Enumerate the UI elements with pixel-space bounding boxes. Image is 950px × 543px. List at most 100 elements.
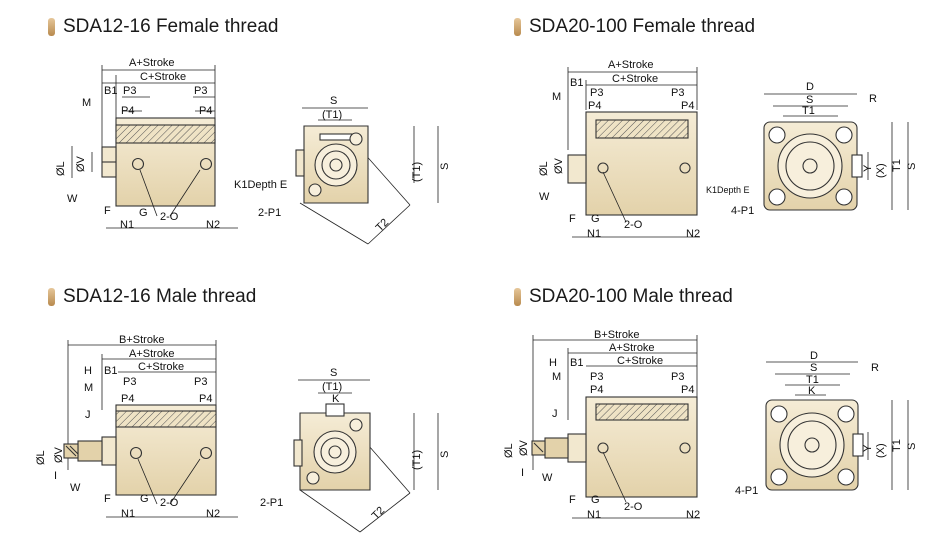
dim-c-stroke: C+Stroke — [617, 355, 663, 367]
dim-t1: T1 — [806, 374, 819, 386]
dim-h: H — [549, 357, 557, 369]
dim-c-stroke: C+Stroke — [612, 73, 658, 85]
dim-d: D — [810, 350, 818, 362]
dim-f: F — [104, 493, 111, 505]
dim-s-vert: S — [439, 163, 451, 170]
dim-p3: P3 — [194, 85, 207, 97]
dim-p3: P3 — [671, 87, 684, 99]
dim-p4: P4 — [681, 384, 694, 396]
dim-b1: B1 — [570, 357, 583, 369]
callout-4p1: 4-P1 — [731, 205, 754, 217]
dim-a-stroke: A+Stroke — [608, 59, 654, 71]
dim-h: H — [84, 365, 92, 377]
dim-2o: 2-O — [624, 501, 643, 513]
dim-ol: ØL — [538, 161, 550, 176]
title-bullet — [514, 18, 521, 36]
callout-2p1: 2-P1 — [260, 497, 283, 509]
dim-s-vert: S — [906, 443, 918, 450]
callout-k1-depth: K1Depth E — [234, 179, 287, 191]
title-text: SDA12-16 Female thread — [63, 16, 279, 37]
dim-ov: ØV — [518, 439, 530, 456]
title-tr: SDA20-100 Female thread — [514, 16, 755, 38]
dim-t1-vert: (T1) — [411, 162, 423, 182]
end-view-br — [765, 361, 909, 491]
dim-s: S — [810, 362, 817, 374]
dim-a-stroke: A+Stroke — [609, 342, 655, 354]
dim-y: Y — [862, 164, 874, 172]
dim-s-vert: S — [439, 451, 451, 458]
dim-a-stroke: A+Stroke — [129, 348, 175, 360]
dim-2o: 2-O — [160, 497, 179, 509]
dim-f: F — [104, 205, 111, 217]
dim-j: J — [85, 409, 91, 421]
dim-2o: 2-O — [624, 219, 643, 231]
title-bullet — [514, 288, 521, 306]
title-text: SDA20-100 Female thread — [529, 16, 756, 37]
side-view-tr — [567, 67, 700, 238]
dim-w: W — [67, 193, 78, 205]
dim-t1: (T1) — [322, 381, 342, 393]
dim-w: W — [542, 472, 553, 484]
dim-ol: ØL — [35, 450, 47, 465]
dim-p3: P3 — [671, 371, 684, 383]
callout-4p1: 4-P1 — [735, 485, 758, 497]
dim-n2: N2 — [686, 228, 700, 240]
callout-k1-depth: K1Depth E — [706, 185, 750, 195]
dim-b1: B1 — [570, 77, 583, 89]
title-text: SDA12-16 Male thread — [63, 286, 257, 307]
dim-m: M — [82, 97, 91, 109]
title-bl: SDA12-16 Male thread — [48, 286, 256, 308]
end-view-tl — [295, 107, 439, 245]
dim-t1: (T1) — [322, 109, 342, 121]
dim-c-stroke: C+Stroke — [138, 361, 184, 373]
dim-ov: ØV — [553, 157, 565, 174]
dim-g: G — [591, 494, 600, 506]
dim-w: W — [539, 191, 550, 203]
dim-s: S — [806, 94, 813, 106]
dim-t1-vert: T1 — [891, 159, 903, 172]
dim-w: W — [70, 482, 81, 494]
dim-i: I — [54, 470, 57, 482]
dim-b1: B1 — [104, 365, 117, 377]
title-text: SDA20-100 Male thread — [529, 286, 733, 307]
dim-n1: N1 — [587, 509, 601, 521]
dim-p3: P3 — [123, 376, 136, 388]
dim-ol: ØL — [503, 443, 515, 458]
dim-p4: P4 — [121, 393, 134, 405]
side-view-br — [531, 335, 700, 519]
dim-a-stroke: A+Stroke — [129, 57, 175, 69]
side-view-tl — [71, 65, 238, 229]
dim-f: F — [569, 213, 576, 225]
dim-f: F — [569, 494, 576, 506]
dim-n2: N2 — [206, 508, 220, 520]
dim-t1: T1 — [802, 105, 815, 117]
dim-p3: P3 — [123, 85, 136, 97]
dim-ov: ØV — [53, 446, 65, 463]
dim-r: R — [871, 362, 879, 374]
dim-x: (X) — [875, 163, 887, 178]
dim-p4: P4 — [590, 384, 603, 396]
dim-n1: N1 — [587, 228, 601, 240]
dim-ov: ØV — [75, 155, 87, 172]
dim-g: G — [140, 493, 149, 505]
dim-t1-vert: T1 — [891, 439, 903, 452]
dim-b-stroke: B+Stroke — [594, 329, 640, 341]
dim-p3: P3 — [590, 371, 603, 383]
dim-t2: T2 — [374, 217, 392, 235]
dim-p3: P3 — [590, 87, 603, 99]
dim-m: M — [84, 382, 93, 394]
dim-i: I — [521, 467, 524, 479]
dim-g: G — [139, 207, 148, 219]
dim-p4: P4 — [199, 393, 212, 405]
dim-c-stroke: C+Stroke — [140, 71, 186, 83]
title-br: SDA20-100 Male thread — [514, 286, 733, 308]
dim-m: M — [552, 91, 561, 103]
dim-s: S — [330, 95, 337, 107]
dim-g: G — [591, 213, 600, 225]
dim-p3: P3 — [194, 376, 207, 388]
dim-n2: N2 — [206, 219, 220, 231]
dim-p4: P4 — [199, 105, 212, 117]
title-tl: SDA12-16 Female thread — [48, 16, 278, 38]
dim-j: J — [552, 408, 558, 420]
dim-r: R — [869, 93, 877, 105]
